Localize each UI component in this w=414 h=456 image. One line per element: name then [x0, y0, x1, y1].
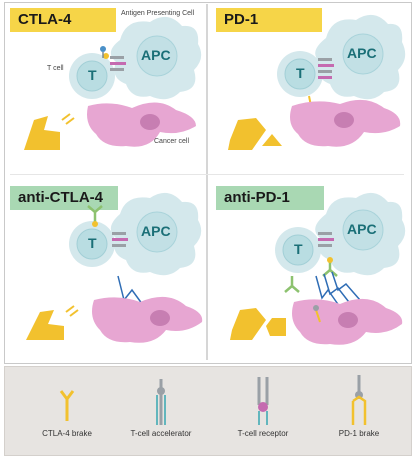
brake-active-shape	[228, 118, 266, 150]
anti-ctla4-receptors	[112, 232, 128, 247]
ctla4-binding-receptors	[100, 46, 126, 71]
vertical-divider	[206, 4, 208, 360]
legend-label-tcell-accelerator: T-cell accelerator	[130, 429, 192, 438]
cancer-cell-label: Cancer cell	[154, 138, 190, 145]
brake-inactive-shape	[24, 116, 60, 150]
panel-title-ctla4: CTLA-4	[10, 8, 116, 32]
apc-letter: APC	[347, 221, 377, 237]
apc-letter: APC	[347, 45, 377, 61]
tcell-receptor-icon	[257, 377, 269, 425]
tcell-letter: T	[88, 235, 97, 251]
panel-title-anti-ctla4: anti-CTLA-4	[10, 186, 118, 210]
apc-letter: APC	[141, 47, 171, 63]
attack-arrows	[117, 275, 149, 313]
apc-label: Antigen Presenting Cell	[121, 10, 195, 17]
panel-title-anti-pd1: anti-PD-1	[216, 186, 324, 210]
pd1-brake-icon	[351, 375, 367, 425]
panel-title-pd1: PD-1	[216, 8, 322, 32]
apc-core	[136, 35, 178, 77]
tcell-label: T cell	[47, 65, 64, 72]
ctla4-brake-icon	[59, 390, 75, 421]
legend: CTLA-4 brake T-cell accelerator T-cell r…	[4, 366, 412, 456]
apc-letter: APC	[141, 223, 171, 239]
tcell-letter: T	[88, 67, 97, 83]
brake-inactive-shape	[26, 310, 64, 340]
legend-label-pd1-brake: PD-1 brake	[338, 429, 380, 438]
anti-ctla4-antibody	[87, 205, 103, 227]
tcell-accelerator-icon	[156, 379, 166, 425]
horizontal-divider	[10, 174, 404, 175]
brake-released-shape	[230, 308, 266, 340]
tcell-letter: T	[296, 65, 305, 81]
cancer-cell-shape	[92, 296, 203, 343]
tcell-core	[76, 60, 108, 92]
tcell-letter: T	[294, 241, 303, 257]
anti-pd1-receptors	[318, 232, 334, 247]
legend-label-tcell-receptor: T-cell receptor	[237, 429, 289, 438]
legend-label-ctla4-brake: CTLA-4 brake	[42, 429, 92, 438]
